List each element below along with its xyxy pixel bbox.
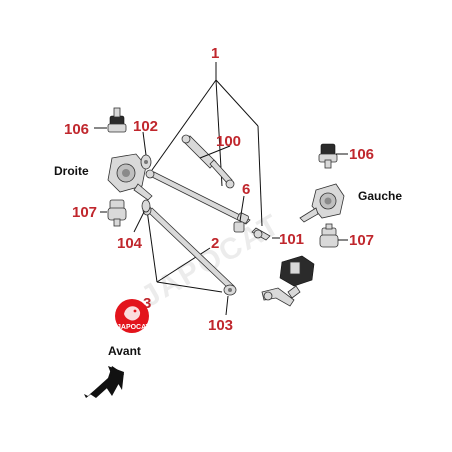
direction-arrow-icon: [84, 366, 124, 398]
steering-gear-box: [279, 255, 315, 299]
tie-rod-1: [145, 169, 251, 225]
tie-rod-end-102: [140, 131, 152, 170]
label-2: 2: [211, 235, 219, 252]
label-3: 3: [143, 295, 151, 312]
ball-joint-107-left: [100, 199, 127, 227]
pitman-arm: [261, 287, 295, 307]
japocat-logo: JAPOCAT: [115, 299, 151, 333]
label-107-right: 107: [349, 232, 374, 249]
drag-link-end-104: [133, 199, 151, 233]
ball-joint-106-left: [94, 107, 127, 133]
adjusting-sleeve-6: [233, 195, 245, 233]
label-avant: Avant: [108, 344, 141, 358]
label-100: 100: [216, 133, 241, 150]
steering-damper-100: [181, 134, 235, 189]
label-104: 104: [117, 235, 143, 252]
logo-text: JAPOCAT: [117, 324, 151, 331]
steering-knuckle-left: [299, 183, 345, 223]
label-106-right: 106: [349, 146, 374, 163]
label-103: 103: [208, 317, 233, 334]
steering-knuckle-right: [107, 153, 153, 201]
drag-link-end-103: [223, 284, 237, 316]
label-101: 101: [279, 231, 304, 248]
leader-lines-part-2-3: [146, 209, 223, 293]
ball-joint-106-right: [318, 143, 348, 169]
label-1: 1: [211, 45, 219, 62]
label-6: 6: [242, 181, 250, 198]
label-droite: Droite: [54, 164, 89, 178]
label-107-left: 107: [72, 204, 97, 221]
tie-rod-end-101: [251, 227, 280, 241]
label-gauche: Gauche: [358, 189, 402, 203]
label-102: 102: [133, 118, 158, 135]
ball-joint-107-right: [319, 223, 348, 248]
label-106-left: 106: [64, 121, 89, 138]
